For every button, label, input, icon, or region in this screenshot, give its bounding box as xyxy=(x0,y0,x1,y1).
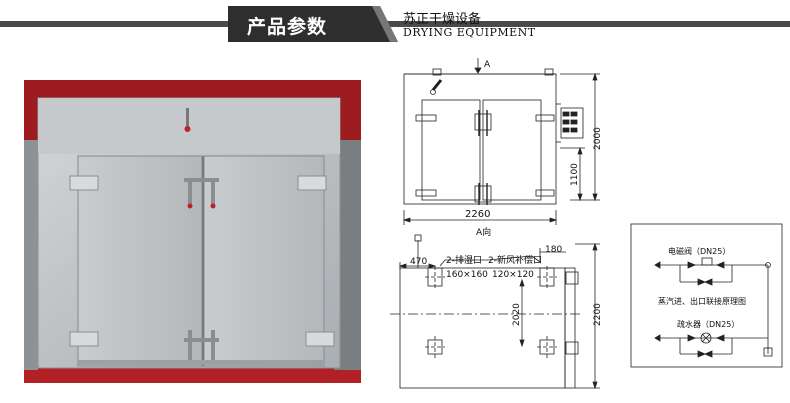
front-height-dim: 2000 xyxy=(593,127,603,150)
fresh-air-label: 2-新风补偿口 xyxy=(488,254,542,266)
exhaust-size: 160×160 xyxy=(446,270,488,280)
side-view-title: A向 xyxy=(476,226,491,238)
steam-schematic xyxy=(630,223,783,368)
exhaust-label: 2-排湿口 xyxy=(446,254,482,266)
brand-name: 苏正干燥设备 xyxy=(403,12,482,27)
header-bar xyxy=(0,6,790,42)
fresh-air-size: 120×120 xyxy=(492,270,534,280)
front-mid-height-dim: 1100 xyxy=(570,163,580,186)
steam-trap-label: 疏水器（DN25） xyxy=(677,319,739,329)
page-title: 产品参数 xyxy=(247,16,328,38)
brand-subtitle: DRYING EQUIPMENT xyxy=(403,26,536,39)
product-photo xyxy=(24,80,361,383)
front-arrow-label: A xyxy=(484,60,491,70)
solenoid-valve-label: 电磁阀（DN25） xyxy=(668,246,730,256)
side-2200-dim: 2200 xyxy=(593,303,603,326)
side-offset-dim: 470 xyxy=(410,257,427,267)
side-2020-dim: 2020 xyxy=(512,303,522,326)
schematic-caption: 蒸汽进、出口联接原理图 xyxy=(658,296,746,306)
front-width-dim: 2260 xyxy=(465,209,490,220)
side-180-dim: 180 xyxy=(545,245,562,255)
side-view xyxy=(390,234,600,390)
front-view xyxy=(402,58,600,225)
